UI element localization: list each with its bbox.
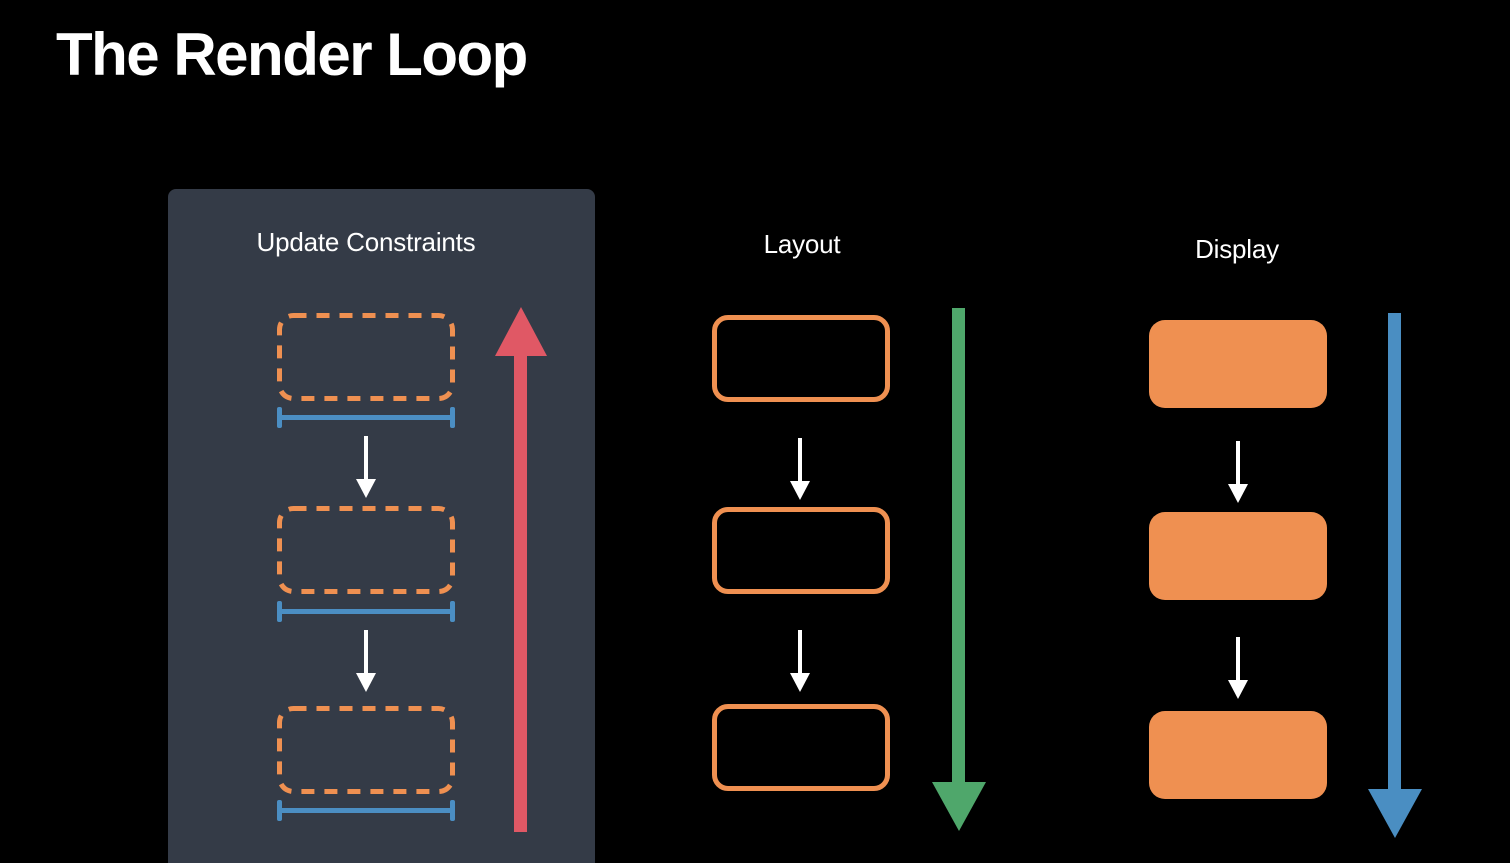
outline-view-box-1 [712,315,890,402]
layout-down-arrow-icon [952,308,965,782]
display-down-arrow-icon [1388,313,1401,789]
dashed-view-box-3 [277,706,455,794]
column-label-display: Display [1195,234,1279,264]
step-down-arrow-icon [798,630,802,673]
filled-view-box-1 [1149,320,1327,408]
filled-view-box-2 [1149,512,1327,600]
outline-view-box-3 [712,704,890,791]
dashed-view-box-1 [277,313,455,401]
update-constraints-up-arrow-icon [514,356,527,832]
dashed-view-box-2 [277,506,455,594]
width-constraint-bar-1 [277,407,455,428]
outline-view-box-2 [712,507,890,594]
step-down-arrow-icon [1236,441,1240,484]
slide-title: The Render Loop [56,21,528,88]
step-down-arrow-icon [1236,637,1240,680]
width-constraint-bar-3 [277,800,455,821]
column-label-update-constraints: Update Constraints [256,227,476,257]
step-down-arrow-icon [364,436,368,479]
column-label-layout: Layout [763,229,841,259]
step-down-arrow-icon [798,438,802,481]
filled-view-box-3 [1149,711,1327,799]
step-down-arrow-icon [364,630,368,673]
width-constraint-bar-2 [277,601,455,622]
